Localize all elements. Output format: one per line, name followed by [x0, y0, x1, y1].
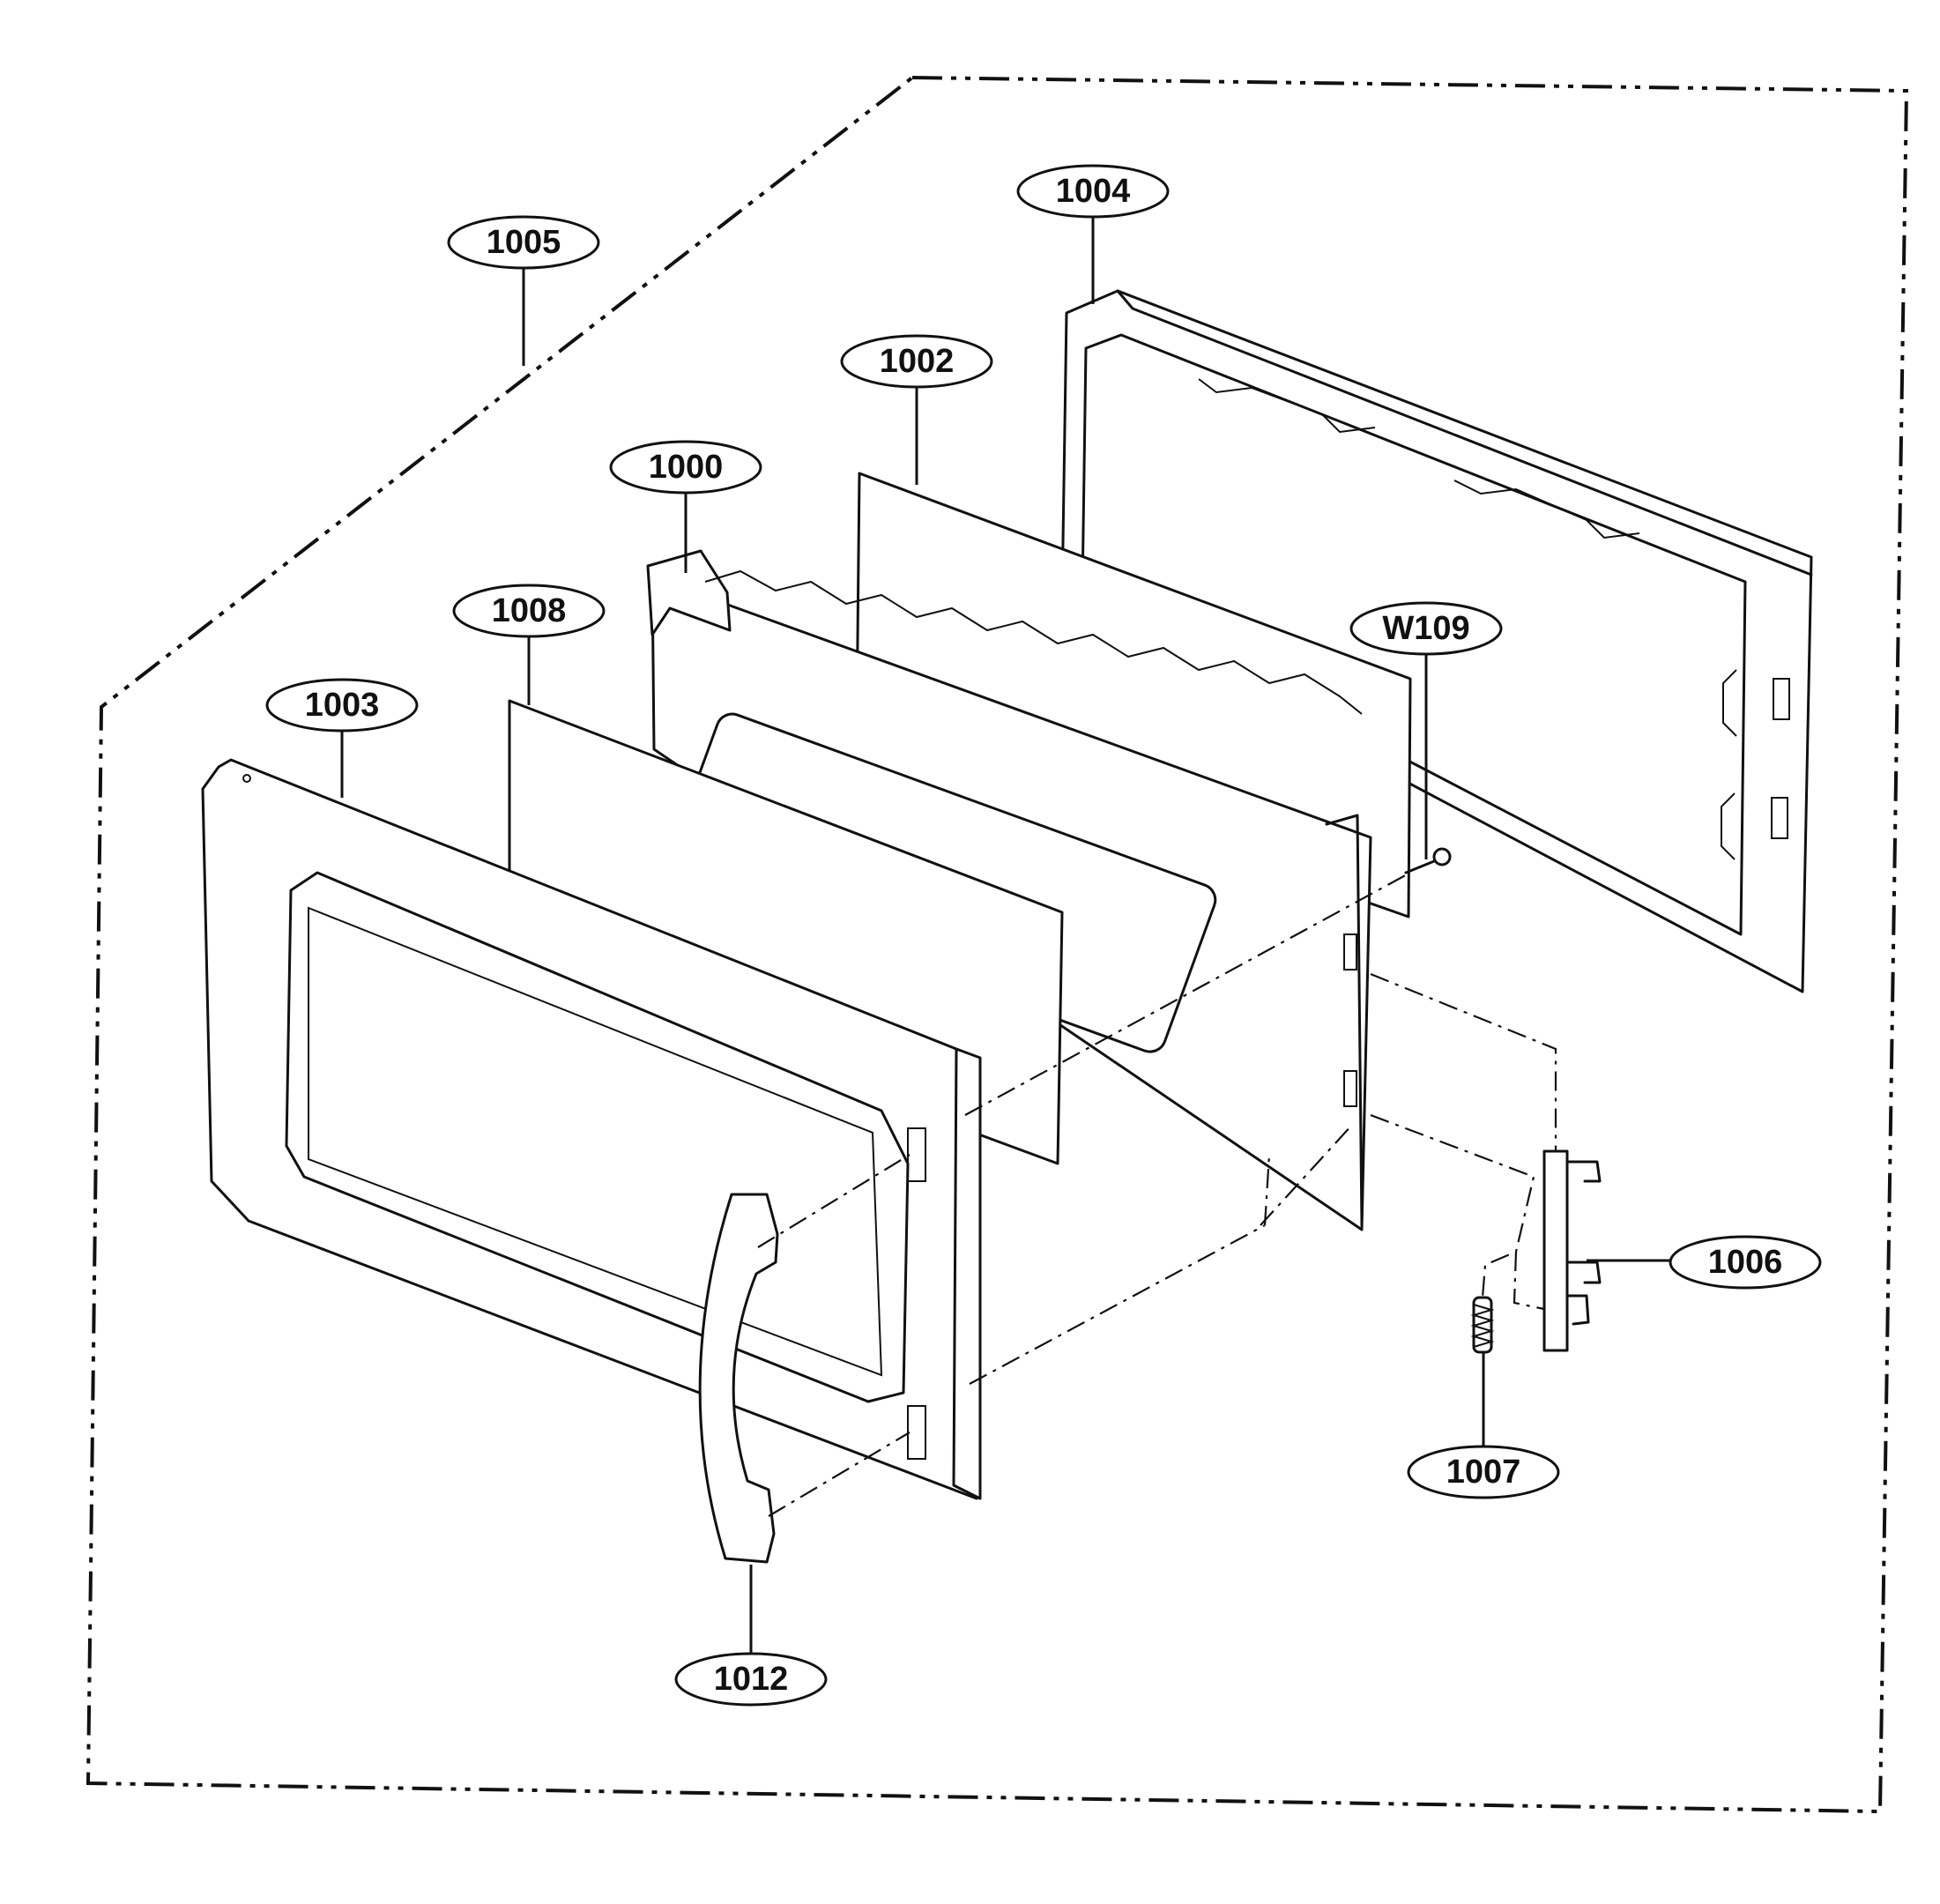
callout-1006: 1006 [1669, 1235, 1822, 1290]
callout-text-1012: 1012 [714, 1661, 789, 1698]
callout-1000: 1000 [609, 440, 762, 495]
callout-text-1000: 1000 [649, 449, 724, 486]
callout-text-1008: 1008 [492, 592, 567, 629]
callout-1008: 1008 [452, 584, 606, 638]
callout-1012: 1012 [674, 1652, 828, 1707]
leader-lines [340, 216, 1670, 1657]
callout-1004: 1004 [1016, 164, 1170, 219]
part-1007-spring [1470, 1296, 1495, 1354]
part-1003-front-panel [201, 758, 982, 1500]
callout-text-W109: W109 [1382, 610, 1469, 647]
callout-W109: W109 [1349, 601, 1503, 656]
callout-1003: 1003 [265, 678, 419, 733]
callout-1005: 1005 [447, 215, 600, 270]
callout-text-1003: 1003 [305, 687, 380, 724]
callout-text-1002: 1002 [880, 343, 955, 380]
callout-1002: 1002 [840, 334, 993, 389]
callout-text-1005: 1005 [487, 224, 561, 261]
assembly-boundary [85, 76, 1909, 1814]
assembly-guide-lines [757, 872, 1557, 1517]
part-1012-handle [698, 1193, 779, 1564]
part-W109-screw [1404, 847, 1452, 874]
part-1006-latch [1542, 1149, 1602, 1352]
callout-text-1006: 1006 [1708, 1244, 1783, 1281]
callout-1007: 1007 [1407, 1445, 1560, 1499]
callout-text-1004: 1004 [1056, 173, 1131, 210]
callout-text-1007: 1007 [1446, 1454, 1521, 1491]
